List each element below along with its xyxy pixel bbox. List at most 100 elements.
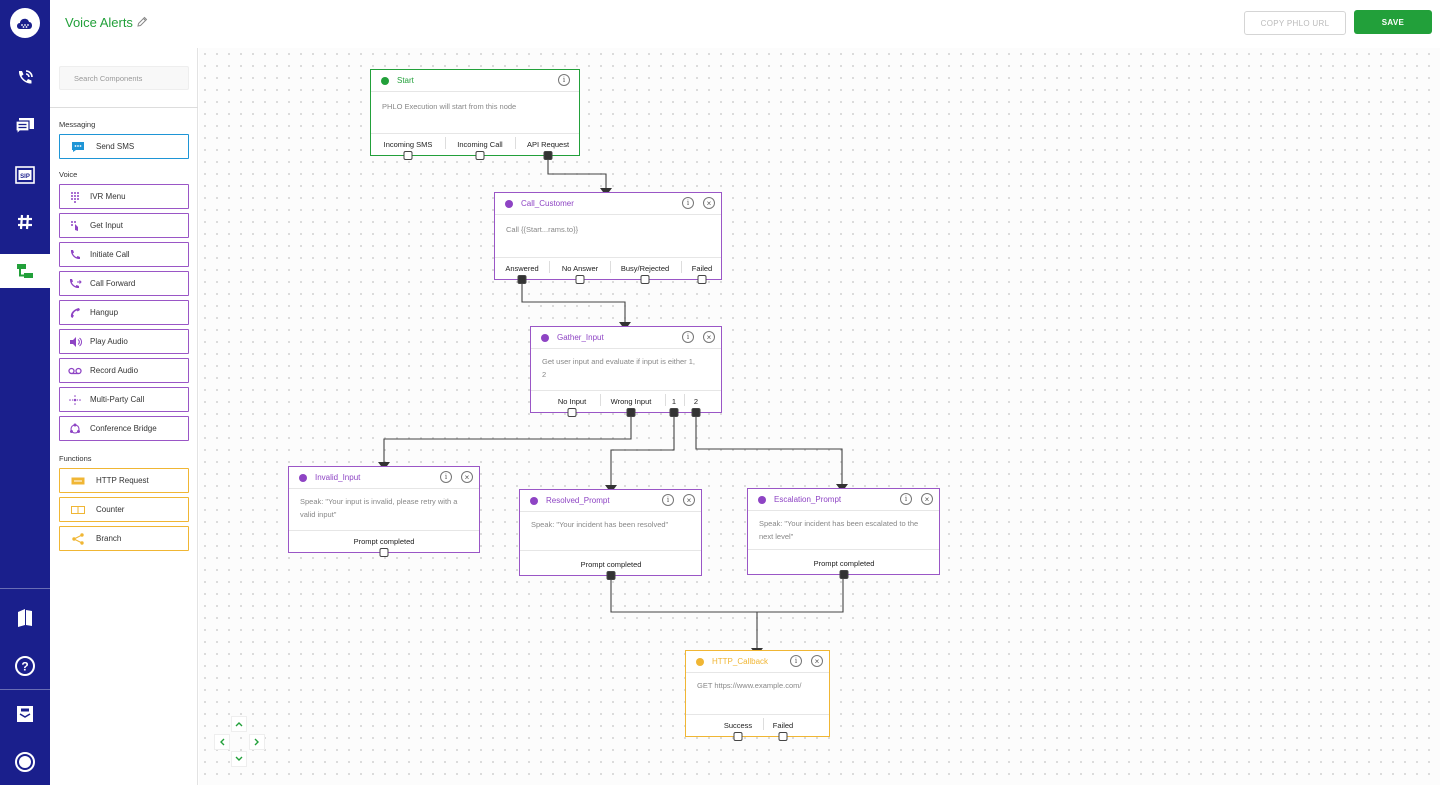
info-icon[interactable]: i: [682, 197, 694, 209]
component-get-input[interactable]: Get Input: [59, 213, 189, 238]
socket-failed[interactable]: [697, 275, 707, 284]
numbers-icon[interactable]: [0, 205, 50, 239]
sip-icon[interactable]: SIP: [0, 158, 50, 192]
component-label: Play Audio: [90, 337, 128, 346]
sms-icon: [60, 141, 96, 153]
pan-right-button[interactable]: [249, 734, 265, 750]
socket-2[interactable]: [691, 408, 701, 417]
copy-phlo-url-button[interactable]: COPY PHLO URL: [1244, 11, 1346, 35]
node-description: GET https://www.example.com/: [697, 681, 802, 690]
node-title: Escalation_Prompt: [774, 495, 842, 504]
component-send-sms[interactable]: Send SMS: [59, 134, 189, 159]
socket-success[interactable]: [733, 732, 743, 741]
close-icon[interactable]: ×: [921, 493, 933, 505]
close-icon[interactable]: ×: [683, 494, 695, 506]
wire-gather-to-invalid: [383, 412, 632, 464]
socket-prompt-completed[interactable]: [379, 548, 389, 557]
help-icon[interactable]: ?: [0, 649, 50, 683]
node-gather-input[interactable]: Gather_Input i × Get user input and eval…: [530, 326, 722, 417]
support-icon[interactable]: [0, 697, 50, 731]
component-ivr-menu[interactable]: IVR Menu: [59, 184, 189, 209]
socket-prompt-completed[interactable]: [839, 570, 849, 579]
socket-api-request[interactable]: [543, 151, 553, 160]
messaging-icon[interactable]: [0, 109, 50, 143]
port-incoming-call: Incoming Call: [457, 140, 503, 149]
account-icon[interactable]: [0, 745, 50, 779]
info-icon[interactable]: i: [790, 655, 802, 667]
component-branch[interactable]: Branch: [59, 526, 189, 551]
pan-up-button[interactable]: [231, 716, 247, 732]
node-title: HTTP_Callback: [712, 657, 769, 666]
component-label: Counter: [96, 505, 125, 514]
pan-down-button[interactable]: [231, 751, 247, 767]
node-status-dot: [530, 497, 538, 505]
close-icon[interactable]: ×: [703, 331, 715, 343]
plivo-logo-icon[interactable]: [10, 8, 40, 38]
node-status-dot: [541, 334, 549, 342]
info-icon[interactable]: i: [558, 74, 570, 86]
socket-prompt-completed[interactable]: [606, 571, 616, 580]
node-escalation-prompt[interactable]: Escalation_Prompt i × Speak: "Your incid…: [747, 488, 940, 579]
component-label: Record Audio: [90, 366, 139, 375]
close-icon[interactable]: ×: [703, 197, 715, 209]
info-icon[interactable]: i: [900, 493, 912, 505]
phlo-canvas[interactable]: Start i PHLO Execution will start from t…: [199, 48, 1440, 785]
node-description: Speak: "Your input is invalid, please re…: [300, 497, 458, 519]
keypad-icon: [60, 191, 90, 203]
docs-icon[interactable]: [0, 601, 50, 635]
chevron-up-icon: [235, 722, 243, 727]
component-http-request[interactable]: HTTP Request: [59, 468, 189, 493]
node-http-callback[interactable]: HTTP_Callback i × GET https://www.exampl…: [685, 650, 830, 741]
component-initiate-call[interactable]: Initiate Call: [59, 242, 189, 267]
port-api-request: API Request: [526, 140, 570, 149]
close-icon[interactable]: ×: [461, 471, 473, 483]
node-start[interactable]: Start i PHLO Execution will start from t…: [370, 69, 580, 160]
pan-left-button[interactable]: [214, 734, 230, 750]
port-no-answer: No Answer: [561, 264, 599, 273]
section-messaging: Messaging: [59, 120, 96, 129]
speaker-icon: [60, 336, 90, 348]
close-icon[interactable]: ×: [811, 655, 823, 667]
wire-gather-to-escalation: [695, 412, 843, 486]
http-icon: [60, 477, 96, 485]
port-wrong-input: Wrong Input: [610, 397, 652, 406]
socket-failed[interactable]: [778, 732, 788, 741]
component-play-audio[interactable]: Play Audio: [59, 329, 189, 354]
component-counter[interactable]: Counter: [59, 497, 189, 522]
node-call-customer[interactable]: Call_Customer i × Call {{Start...rams.to…: [494, 192, 722, 284]
voice-api-icon[interactable]: [0, 61, 50, 95]
save-button[interactable]: SAVE: [1354, 10, 1432, 34]
phone-icon: [60, 249, 90, 261]
component-call-forward[interactable]: Call Forward: [59, 271, 189, 296]
info-icon[interactable]: i: [682, 331, 694, 343]
socket-busy-rejected[interactable]: [640, 275, 650, 284]
edit-pencil-icon[interactable]: [136, 15, 148, 33]
socket-no-answer[interactable]: [575, 275, 585, 284]
phlo-title[interactable]: Voice Alerts: [65, 15, 133, 30]
component-multi-party-call[interactable]: Multi-Party Call: [59, 387, 189, 412]
socket-wrong-input[interactable]: [626, 408, 636, 417]
search-components-input[interactable]: Search Components: [59, 66, 189, 90]
info-icon[interactable]: i: [662, 494, 674, 506]
component-hangup[interactable]: Hangup: [59, 300, 189, 325]
socket-answered[interactable]: [517, 275, 527, 284]
component-label: Call Forward: [90, 279, 136, 288]
node-status-dot: [505, 200, 513, 208]
socket-no-input[interactable]: [567, 408, 577, 417]
node-description: Call {{Start...rams.to}}: [506, 225, 579, 234]
section-functions: Functions: [59, 454, 92, 463]
component-record-audio[interactable]: Record Audio: [59, 358, 189, 383]
component-conference-bridge[interactable]: Conference Bridge: [59, 416, 189, 441]
node-description: PHLO Execution will start from this node: [382, 102, 517, 111]
component-label: IVR Menu: [90, 192, 126, 201]
socket-incoming-call[interactable]: [475, 151, 485, 160]
info-icon[interactable]: i: [440, 471, 452, 483]
phlo-icon[interactable]: [0, 254, 50, 288]
branch-icon: [60, 532, 96, 545]
node-resolved-prompt[interactable]: Resolved_Prompt i × Speak: "Your inciden…: [519, 489, 702, 580]
socket-1[interactable]: [669, 408, 679, 417]
socket-incoming-sms[interactable]: [403, 151, 413, 160]
node-invalid-input[interactable]: Invalid_Input i × Speak: "Your input is …: [288, 466, 480, 557]
node-status-dot: [299, 474, 307, 482]
hangup-icon: [60, 307, 90, 319]
